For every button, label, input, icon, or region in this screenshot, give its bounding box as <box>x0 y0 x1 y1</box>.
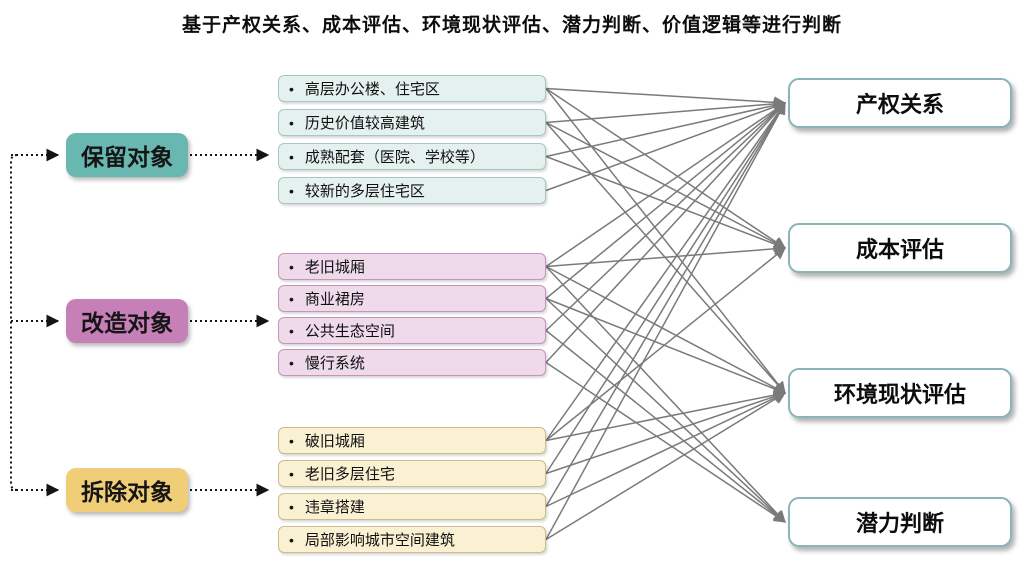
criterion-box-cost-evaluation: 成本评估 <box>788 223 1012 273</box>
bullet-icon: • <box>289 114 294 131</box>
bullet-icon: • <box>289 182 294 199</box>
bullet-icon: • <box>289 531 294 548</box>
list-item-label: 破旧城厢 <box>304 433 365 450</box>
diagram-title: 基于产权关系、成本评估、环境现状评估、潜力判断、价值逻辑等进行判断 <box>181 15 842 36</box>
bullet-icon: • <box>289 80 294 97</box>
group-box-demolish: 拆除对象 <box>66 468 188 512</box>
list-item-label: 历史价值较高建筑 <box>304 115 425 132</box>
list-item-label: 局部影响城市空间建筑 <box>304 532 455 549</box>
bullet-icon: • <box>289 498 294 515</box>
list-renovate: • 老旧城厢 • 商业裙房 • 公共生态空间 • 慢行系统 <box>278 253 546 376</box>
criterion-box-environment-status: 环境现状评估 <box>788 368 1012 418</box>
list-item: • 老旧多层住宅 <box>278 460 546 487</box>
list-retain: • 高层办公楼、住宅区 • 历史价值较高建筑 • 成熟配套（医院、学校等） • … <box>278 75 546 204</box>
list-item: • 破旧城厢 <box>278 427 546 454</box>
list-item: • 违章搭建 <box>278 493 546 520</box>
list-item: • 局部影响城市空间建筑 <box>278 526 546 553</box>
list-item-label: 成熟配套（医院、学校等） <box>304 149 485 166</box>
criterion-box-potential-judgment: 潜力判断 <box>788 497 1012 547</box>
list-item: • 较新的多层住宅区 <box>278 177 546 204</box>
bullet-icon: • <box>289 432 294 449</box>
list-item-label: 老旧城厢 <box>304 259 365 276</box>
list-item: • 老旧城厢 <box>278 253 546 280</box>
list-item: • 高层办公楼、住宅区 <box>278 75 546 102</box>
group-box-renovate: 改造对象 <box>66 299 188 343</box>
bullet-icon: • <box>289 258 294 275</box>
list-item-label: 商业裙房 <box>304 291 365 308</box>
bullet-icon: • <box>289 290 294 307</box>
list-item-label: 高层办公楼、住宅区 <box>304 81 440 98</box>
bullet-icon: • <box>289 354 294 371</box>
list-item: • 慢行系统 <box>278 349 546 376</box>
list-item: • 公共生态空间 <box>278 317 546 344</box>
list-item-label: 老旧多层住宅 <box>304 466 395 483</box>
list-item: • 成熟配套（医院、学校等） <box>278 143 546 170</box>
list-item-label: 慢行系统 <box>304 355 365 372</box>
criterion-box-property-rights: 产权关系 <box>788 78 1012 128</box>
list-demolish: • 破旧城厢 • 老旧多层住宅 • 违章搭建 • 局部影响城市空间建筑 <box>278 427 546 553</box>
bullet-icon: • <box>289 465 294 482</box>
list-item: • 历史价值较高建筑 <box>278 109 546 136</box>
list-item-label: 违章搭建 <box>304 499 365 516</box>
list-item-label: 公共生态空间 <box>304 323 395 340</box>
list-item-label: 较新的多层住宅区 <box>304 183 425 200</box>
group-box-retain: 保留对象 <box>66 133 188 177</box>
bullet-icon: • <box>289 322 294 339</box>
bullet-icon: • <box>289 148 294 165</box>
list-item: • 商业裙房 <box>278 285 546 312</box>
